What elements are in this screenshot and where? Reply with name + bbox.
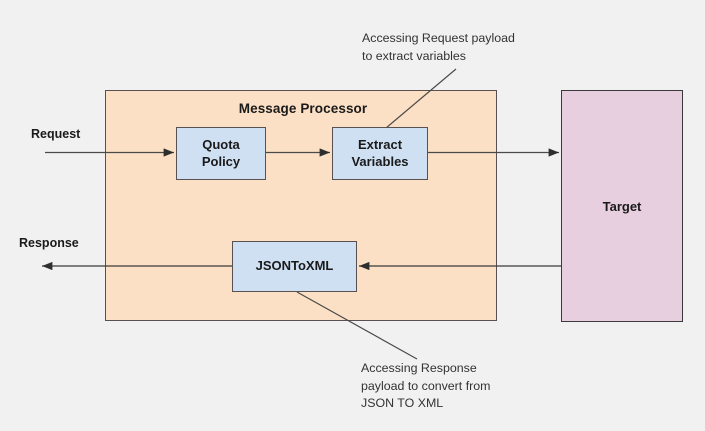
policy-box-quota[interactable]: Quota Policy	[176, 127, 266, 180]
request-flow-label: Request	[31, 127, 81, 141]
policy-box-extract-variables[interactable]: Extract Variables	[332, 127, 428, 180]
message-processor-title: Message Processor	[238, 101, 368, 116]
policy-label-quota: Quota Policy	[201, 137, 241, 169]
request-annotation-text: Accessing Request payload to extract var…	[362, 31, 515, 63]
response-flow-label: Response	[19, 236, 79, 250]
response-annotation-text: Accessing Response payload to convert fr…	[361, 361, 491, 411]
target-label: Target	[602, 198, 642, 214]
policy-label-jsontoxml: JSONToXML	[255, 258, 334, 274]
policy-label-extract-variables: Extract Variables	[351, 137, 409, 169]
policy-box-jsontoxml[interactable]: JSONToXML	[232, 241, 357, 292]
target-box[interactable]: Target	[561, 90, 683, 322]
